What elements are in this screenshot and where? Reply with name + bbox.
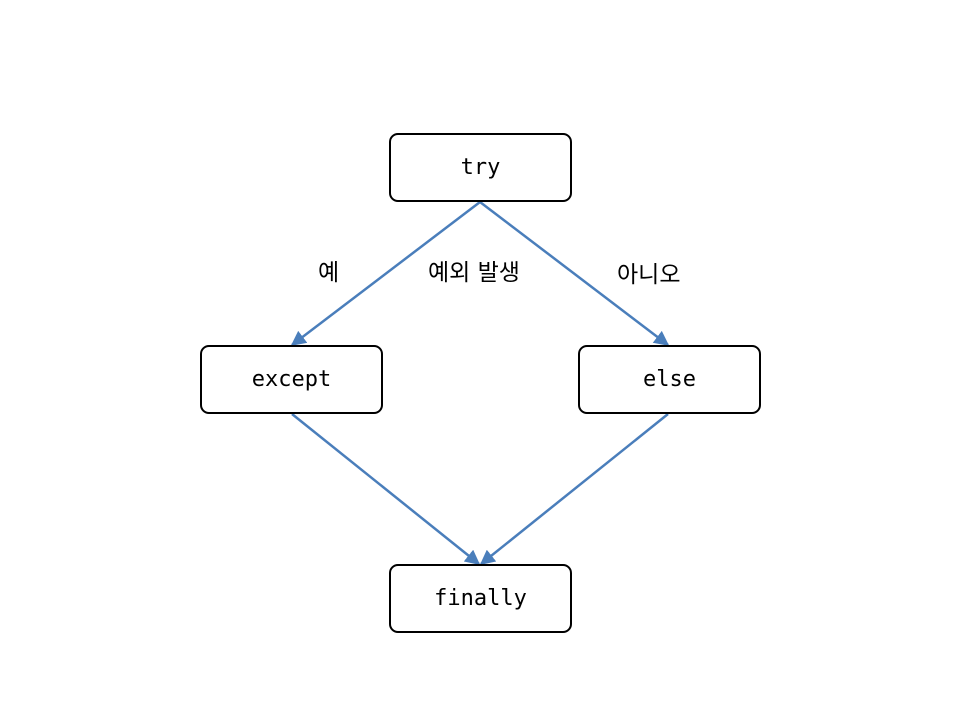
try-node: try — [389, 133, 572, 202]
try-node-label: try — [460, 155, 501, 180]
else-node-label: else — [643, 367, 696, 392]
finally-node-label: finally — [434, 586, 527, 611]
edge-except-to-finally — [291, 413, 481, 565]
edge-label-yes: 예 — [318, 260, 340, 286]
edge-try-to-except — [290, 201, 481, 346]
edge-try-to-else — [479, 201, 670, 346]
except-node-label: except — [251, 367, 332, 392]
else-node: else — [578, 345, 761, 414]
edge-label-condition: 예외 발생 — [428, 260, 520, 286]
except-node: except — [200, 345, 383, 414]
edge-label-no: 아니오 — [617, 262, 681, 288]
edge-else-to-finally — [479, 413, 669, 565]
finally-node: finally — [389, 564, 572, 633]
